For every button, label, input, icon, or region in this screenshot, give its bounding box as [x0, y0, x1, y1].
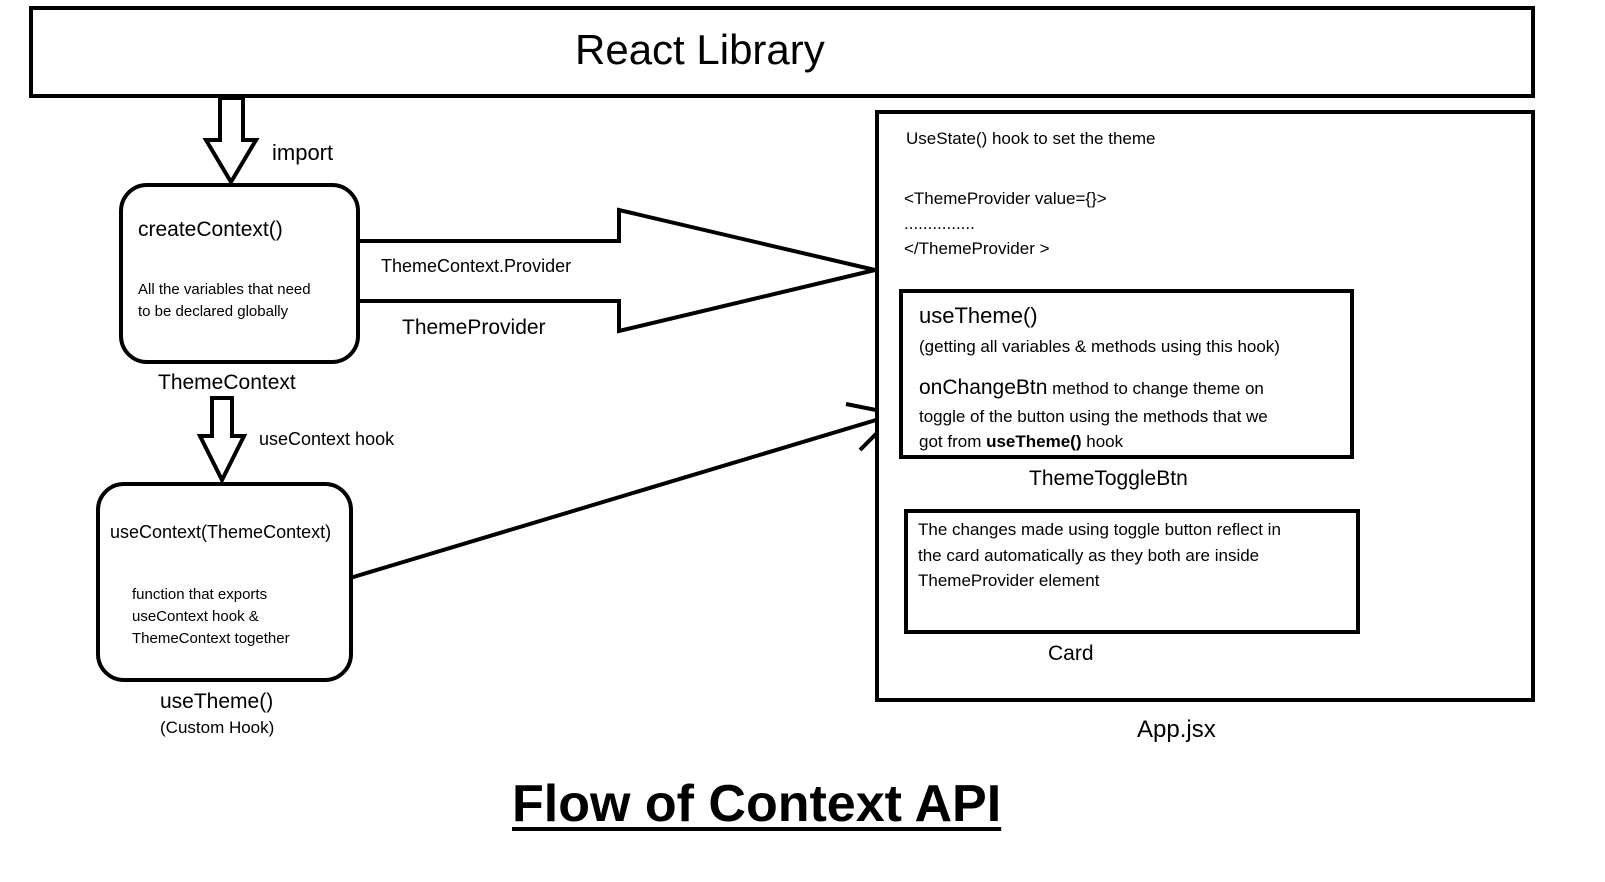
theme-toggle-btn-box: useTheme() (getting all variables & meth…	[899, 289, 1354, 459]
card-text-line1: The changes made using toggle button ref…	[918, 520, 1281, 539]
import-label: import	[272, 140, 334, 165]
toggle-method-desc-line3-prefix: got from	[919, 432, 987, 451]
card-caption: Card	[1048, 642, 1094, 665]
provider-label-top: ThemeContext.Provider	[381, 256, 572, 276]
react-library-box: React Library	[29, 6, 1535, 98]
card-text-line2: the card automatically as they both are …	[918, 546, 1260, 565]
theme-context-caption: ThemeContext	[158, 371, 296, 394]
use-context-hook-label: useContext hook	[259, 429, 395, 449]
use-state-text: UseState() hook to set the theme	[906, 129, 1156, 148]
toggle-method-name: onChangeBtn	[919, 376, 1048, 399]
toggle-method-desc-line3-suffix: hook	[1081, 432, 1124, 451]
use-theme-desc-line3: ThemeContext together	[132, 630, 290, 647]
toggle-method-line1: onChangeBtn method to change theme on	[919, 376, 1264, 400]
use-theme-desc-line2: useContext hook &	[132, 608, 259, 625]
card-text-line3: ThemeProvider element	[918, 571, 1100, 590]
create-context-box: createContext() All the variables that n…	[119, 183, 360, 364]
provider-label-bottom: ThemeProvider	[402, 316, 546, 339]
react-library-title: React Library	[575, 26, 825, 73]
diagram-footer-title: Flow of Context API	[512, 775, 1002, 833]
theme-toggle-btn-caption: ThemeToggleBtn	[1029, 467, 1188, 490]
use-theme-box: useContext(ThemeContext) function that e…	[96, 482, 353, 682]
use-theme-line	[349, 412, 897, 580]
use-theme-caption: useTheme()	[160, 690, 274, 713]
create-context-desc-line1: All the variables that need	[138, 281, 311, 298]
toggle-method-line3: got from useTheme() hook	[919, 432, 1123, 452]
provider-dots: ...............	[904, 214, 975, 233]
app-jsx-caption: App.jsx	[1137, 716, 1216, 743]
provider-open-tag: <ThemeProvider value={}>	[904, 189, 1107, 208]
import-arrow	[202, 96, 260, 186]
use-context-arrow	[196, 396, 248, 485]
create-context-desc-line2: to be declared globally	[138, 303, 289, 320]
provider-close-tag: </ThemeProvider >	[904, 239, 1050, 258]
card-box: The changes made using toggle button ref…	[904, 509, 1360, 634]
create-context-function: createContext()	[138, 218, 283, 241]
toggle-hook-description: (getting all variables & methods using t…	[919, 337, 1280, 356]
use-theme-caption-sub: (Custom Hook)	[160, 718, 275, 737]
use-context-function: useContext(ThemeContext)	[110, 522, 332, 542]
use-theme-desc-line1: function that exports	[132, 586, 268, 603]
toggle-method-desc-line1: method to change theme on	[1047, 379, 1264, 398]
toggle-method-desc-line3-bold: useTheme()	[986, 432, 1082, 451]
toggle-method-desc-line2: toggle of the button using the methods t…	[919, 407, 1268, 426]
toggle-hook-name: useTheme()	[919, 303, 1038, 328]
